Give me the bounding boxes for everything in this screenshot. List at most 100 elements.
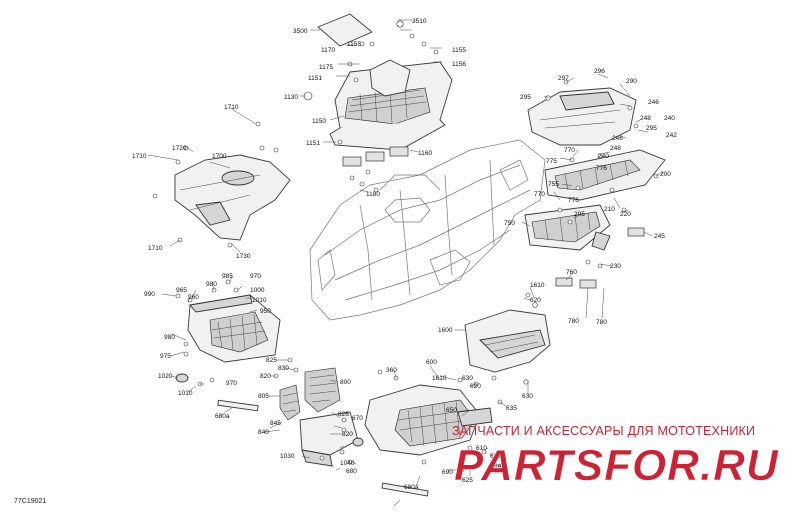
callout-620-b: 620: [470, 383, 481, 390]
callout-1710-c: 1710: [148, 245, 163, 252]
callout-1151: 1151: [308, 75, 322, 82]
callout-990: 990: [144, 291, 155, 298]
callout-620: 620: [530, 297, 541, 304]
callout-220: 220: [620, 211, 631, 218]
left-footrest: [273, 357, 364, 467]
callout-680: 680: [346, 468, 357, 475]
callout-248: 248: [640, 115, 651, 122]
callout-650: 650: [446, 407, 457, 414]
callout-1600: 1600: [438, 327, 453, 334]
callout-820: 820: [260, 373, 271, 380]
callout-805: 805: [258, 393, 269, 400]
callout-630: 630: [462, 375, 473, 382]
leader-lines: [147, 19, 665, 507]
callout-295-b: 295: [646, 125, 657, 132]
callout-1155: 1155: [347, 41, 361, 48]
callout-200: 200: [660, 171, 671, 178]
callout-635: 635: [506, 405, 517, 412]
callout-780-b: 780: [596, 319, 607, 326]
callout-230: 230: [610, 263, 621, 270]
callout-1170: 1170: [321, 47, 335, 54]
callout-290: 290: [626, 78, 637, 85]
callout-750: 750: [504, 220, 515, 227]
callout-960: 960: [188, 294, 199, 301]
front-left-fender: [152, 121, 291, 248]
callout-770-b: 770: [534, 191, 545, 198]
callout-1175: 1175: [319, 64, 333, 71]
callout-825: 825: [266, 357, 277, 364]
callout-1710: 1710: [224, 104, 239, 111]
callout-3510: 3510: [412, 18, 427, 25]
callout-1156: 1156: [452, 61, 466, 68]
callout-1040: 1040: [340, 460, 355, 467]
callout-1130: 1130: [284, 94, 298, 101]
callout-770: 770: [564, 147, 575, 154]
step-bar-680a-left: [217, 399, 259, 412]
step-bar-680a-right: [381, 482, 429, 497]
callout-845: 845: [270, 420, 281, 427]
callout-295-c: 295: [574, 211, 585, 218]
callout-820-b: 820: [342, 431, 353, 438]
callout-780: 780: [568, 318, 579, 325]
grommet-1020: [175, 373, 189, 383]
callout-776-b: 776: [568, 197, 579, 204]
callout-840: 840: [258, 429, 269, 436]
callout-360: 360: [386, 367, 397, 374]
callout-970: 970: [250, 273, 261, 280]
callout-755: 755: [548, 181, 559, 188]
callout-680a-left: 680a: [215, 413, 230, 420]
callout-625: 680a: [404, 484, 419, 491]
callout-1010: 1010: [252, 297, 267, 304]
callout-1700: 1700: [212, 153, 227, 160]
vehicle-frame-ghost: [309, 139, 546, 321]
callout-242: 242: [666, 132, 677, 139]
diagram-reference-code: 77C19021: [14, 498, 47, 505]
callout-1020: 1020: [158, 373, 173, 380]
callout-1151-b: 1151: [306, 140, 320, 147]
callout-1160: 1160: [418, 150, 432, 157]
callout-980: 980: [206, 281, 217, 288]
callout-240: 240: [664, 115, 675, 122]
callout-630-b: 690: [442, 469, 453, 476]
callout-1180: 1180: [366, 191, 380, 198]
callout-295: 295: [520, 94, 531, 101]
callout-690: 625: [462, 477, 473, 484]
callout-640: 640: [494, 463, 505, 470]
callout-248-b: 248: [610, 145, 621, 152]
callout-1150: 1150: [312, 118, 326, 125]
callout-297: 297: [558, 75, 569, 82]
right-footwell: [364, 292, 551, 497]
callout-1000: 1000: [250, 287, 265, 294]
callout-800: 800: [340, 379, 351, 386]
callout-950: 950: [260, 308, 271, 315]
callout-246: 246: [648, 99, 659, 106]
callout-296: 296: [594, 68, 605, 75]
callout-1010-b: 1010: [178, 390, 193, 397]
callout-615: 615: [490, 453, 501, 460]
callout-1610-b: 1610: [432, 375, 447, 382]
rear-bumper-pad: [342, 156, 362, 167]
callout-776: 776: [596, 165, 607, 172]
watermark-logo-text: PARTSFOR.RU: [454, 441, 779, 486]
callout-760: 760: [566, 269, 577, 276]
callout-240-b: 240: [598, 153, 609, 160]
rear-rack-assembly: [303, 13, 453, 193]
callout-980-b: 980: [164, 334, 175, 341]
callout-labels: 3500 3510 1155 1170 1155 1175 1156 1151 …: [132, 18, 677, 491]
watermark-logo: PARTSFOR.RU: [452, 440, 782, 491]
callout-600: 600: [426, 359, 437, 366]
rear-panel-cover: [317, 13, 373, 47]
callout-1610: 1610: [530, 282, 545, 289]
callout-3500: 3500: [293, 28, 308, 35]
callout-1710-b: 1710: [132, 153, 147, 160]
callout-965: 965: [176, 287, 187, 294]
callout-210: 210: [604, 206, 615, 213]
callout-1030: 1030: [280, 453, 295, 460]
left-footwell: [175, 279, 281, 412]
callout-1720: 1720: [172, 145, 187, 152]
callout-1155-b: 1155: [452, 47, 466, 54]
watermark-tagline: ЗАПЧАСТИ И АКСЕССУАРЫ ДЛЯ МОТОТЕХНИКИ: [452, 424, 756, 438]
callout-775: 775: [546, 158, 557, 165]
